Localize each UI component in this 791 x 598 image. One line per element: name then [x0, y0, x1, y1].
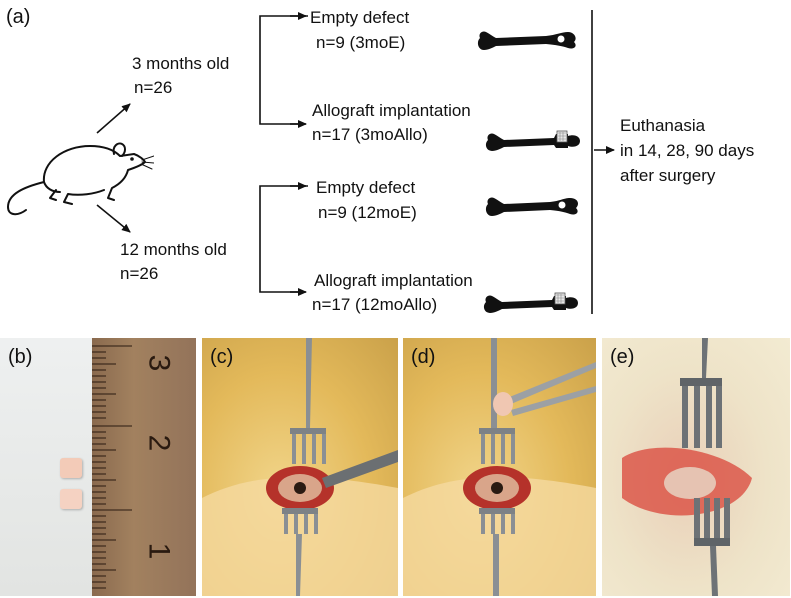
branch-3mo-allo-detail: n=17 (3moAllo) — [312, 125, 428, 144]
panel-c-label: (c) — [210, 346, 234, 368]
panel-a-label: (a) — [6, 6, 31, 28]
outcome-line-1: Euthanasia — [620, 116, 706, 135]
branch-3mo-allo-title: Allograft implantation — [312, 101, 471, 120]
ruler-number-1: 1 — [142, 542, 176, 560]
rat-icon — [7, 142, 154, 216]
panel-d-label: (d) — [411, 346, 436, 368]
bone-allograft-12mo-icon — [483, 292, 578, 313]
group-3mo-age: 3 months old — [132, 54, 230, 73]
panel-a-connectors — [96, 10, 615, 314]
panel-b-photo: 3 2 1 (b) — [0, 338, 196, 596]
ruler-number-3: 3 — [142, 354, 176, 372]
outcome-line-3: after surgery — [620, 166, 716, 185]
panel-b-label: (b) — [8, 346, 33, 368]
branch-3mo-empty-title: Empty defect — [310, 8, 410, 27]
branch-12mo-empty-detail: n=9 (12moE) — [318, 203, 417, 222]
bone-empty-defect-12mo-icon — [485, 197, 578, 216]
group-3mo-n: n=26 — [134, 78, 173, 97]
group-12mo-age: 12 months old — [120, 240, 227, 259]
panel-c-photo: (c) — [202, 338, 398, 596]
allograft-piece — [60, 458, 82, 478]
branch-12mo-empty-title: Empty defect — [316, 178, 416, 197]
ruler-image — [92, 338, 196, 596]
panel-d-photo: (d) — [403, 338, 596, 596]
bone-allograft-icon — [485, 130, 580, 151]
outcome-line-2: in 14, 28, 90 days — [620, 141, 755, 160]
panel-e-photo: (e) — [602, 338, 790, 596]
branch-12mo-allo-title: Allograft implantation — [314, 271, 473, 290]
bone-empty-defect-icon — [477, 31, 576, 50]
branch-12mo-allo-detail: n=17 (12moAllo) — [312, 295, 438, 314]
allograft-piece — [60, 489, 82, 509]
branch-3mo-empty-detail: n=9 (3moE) — [316, 33, 406, 52]
ruler-number-2: 2 — [142, 434, 176, 452]
group-12mo-n: n=26 — [120, 264, 159, 283]
panel-e-label: (e) — [610, 346, 635, 368]
